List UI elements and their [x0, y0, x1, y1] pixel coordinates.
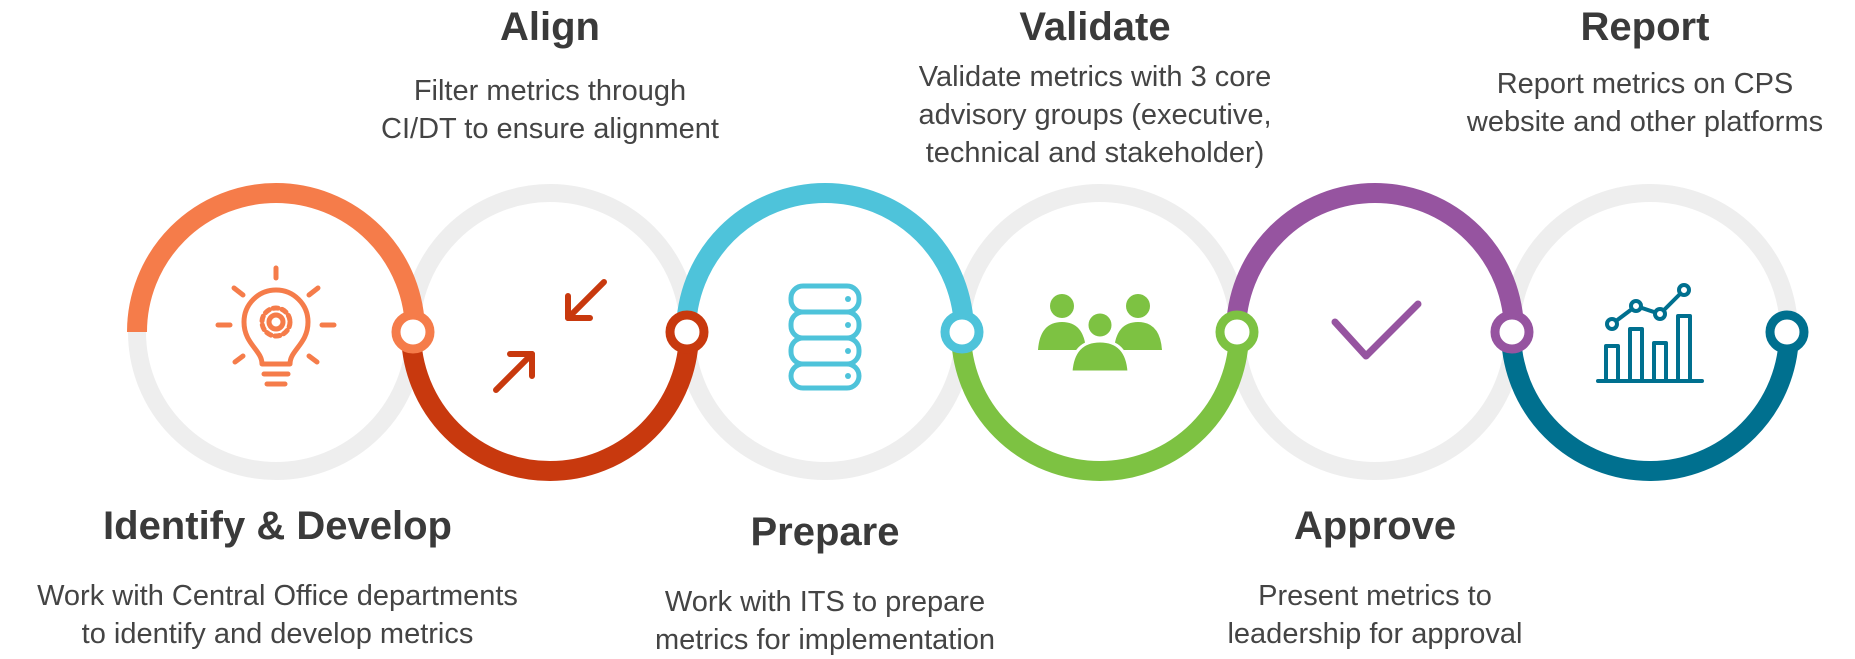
database-icon	[788, 283, 862, 391]
step-description: Validate metrics with 3 core advisory gr…	[880, 58, 1310, 172]
step-title: Identify & Develop	[103, 504, 452, 548]
step-description: Work with Central Office departments to …	[0, 577, 555, 653]
knob-report	[1765, 310, 1809, 354]
step-description: Work with ITS to prepare metrics for imp…	[625, 583, 1025, 659]
step-description-line: Work with Central Office departments	[37, 580, 518, 612]
step-title: Validate	[1019, 5, 1171, 49]
step-description-line: technical and stakeholder)	[925, 137, 1265, 169]
step-description-line: Report metrics on CPS	[1496, 68, 1794, 100]
arc-identify-develop	[127, 183, 425, 333]
step-description-line: metrics for implementation	[654, 624, 996, 656]
knob-align	[665, 310, 709, 354]
step-description-line: CI/DT to ensure alignment	[381, 113, 719, 145]
step-title: Report	[1580, 5, 1710, 49]
arc-report	[1501, 331, 1799, 481]
step-title: Prepare	[750, 510, 900, 554]
step-identify-develop-label: Identify & Develop Work with Central Off…	[0, 504, 555, 653]
step-description-line: to identify and develop metrics	[81, 618, 474, 650]
arc-approve	[1226, 183, 1524, 333]
step-prepare-label: Prepare Work with ITS to prepare metrics…	[625, 510, 1025, 659]
step-description-line: advisory groups (executive,	[918, 99, 1272, 131]
step-description-line: leadership for approval	[1227, 618, 1523, 650]
arc-validate	[951, 331, 1249, 481]
arc-prepare	[676, 183, 974, 333]
step-description-line: Validate metrics with 3 core	[918, 61, 1272, 93]
checkmark-icon	[1331, 300, 1422, 360]
step-description-line: Work with ITS to prepare	[664, 586, 986, 618]
step-title: Align	[500, 5, 600, 49]
knob-identify-develop	[391, 310, 435, 354]
step-description: Filter metrics through CI/DT to ensure a…	[350, 72, 750, 148]
step-description-line: Present metrics to	[1258, 580, 1492, 612]
step-description: Present metrics to leadership for approv…	[1185, 577, 1565, 653]
step-description-line: Filter metrics through	[413, 75, 687, 107]
step-description-line: website and other platforms	[1466, 106, 1824, 138]
step-report-label: Report Report metrics on CPS website and…	[1435, 5, 1855, 141]
step-description: Report metrics on CPS website and other …	[1435, 65, 1855, 141]
knob-approve	[1490, 310, 1534, 354]
lightbulb-gear-icon	[215, 265, 337, 387]
knob-prepare	[940, 310, 984, 354]
step-align-label: Align Filter metrics through CI/DT to en…	[350, 5, 750, 148]
knob-validate	[1215, 310, 1259, 354]
arrows-converge-icon	[493, 279, 607, 393]
step-validate-label: Validate Validate metrics with 3 core ad…	[880, 5, 1310, 172]
people-group-icon	[1038, 294, 1162, 374]
step-title: Approve	[1293, 504, 1457, 548]
bar-line-chart-icon	[1596, 283, 1704, 383]
arc-align	[401, 331, 699, 481]
step-approve-label: Approve Present metrics to leadership fo…	[1185, 504, 1565, 653]
